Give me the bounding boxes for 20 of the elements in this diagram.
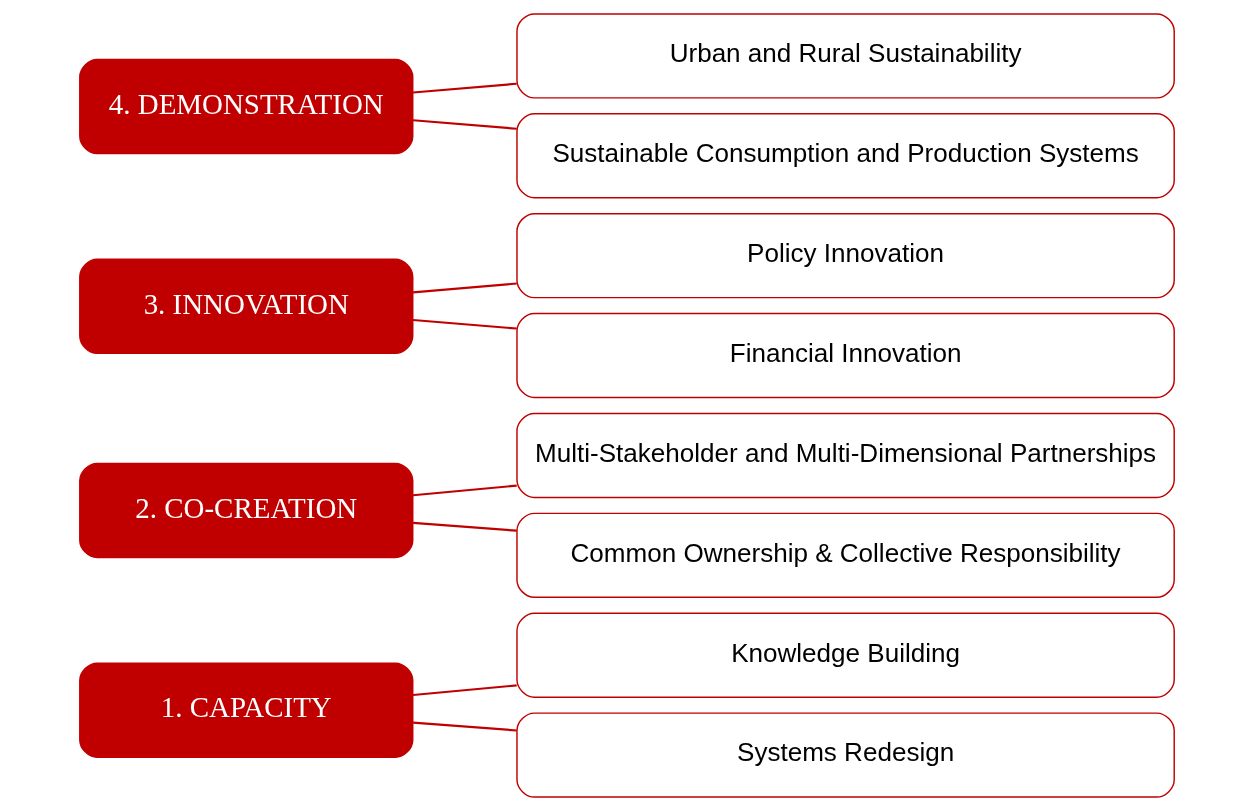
node-box: Policy Innovation <box>515 212 1175 299</box>
node-box: 2. CO-CREATION <box>78 462 413 559</box>
connector <box>412 721 517 732</box>
connector <box>412 684 517 697</box>
connector <box>412 82 517 94</box>
node-box: Common Ownership & Collective Responsibility <box>515 512 1175 599</box>
node-box: Multi-Stakeholder and Multi-Dimensional Partnerships <box>515 412 1175 499</box>
connector <box>412 119 517 130</box>
node-box: 1. CAPACITY <box>78 662 413 758</box>
connector <box>412 282 517 294</box>
connector <box>412 318 517 330</box>
node-box: Urban and Rural Sustainability <box>515 13 1175 99</box>
node-box: Financial Innovation <box>515 312 1175 399</box>
node-box: Knowledge Building <box>515 612 1175 698</box>
node-box: Sustainable Consumption and Production Systems <box>515 113 1175 199</box>
node-box: 4. DEMONSTRATION <box>78 58 413 155</box>
node-box: Systems Redesign <box>515 712 1175 798</box>
connector <box>412 484 517 497</box>
node-box: 3. INNOVATION <box>78 258 413 355</box>
connector <box>412 521 517 532</box>
